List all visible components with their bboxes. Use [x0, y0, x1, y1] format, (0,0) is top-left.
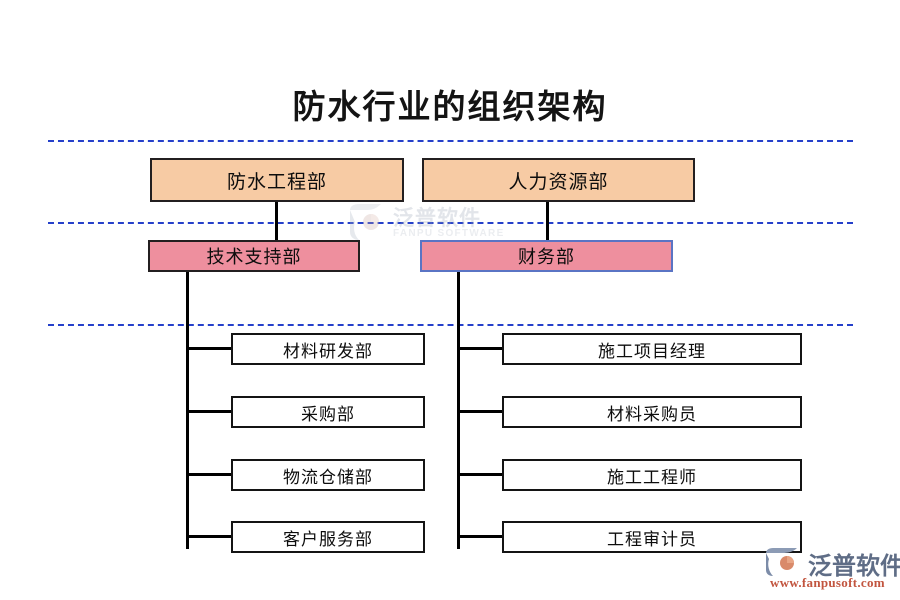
center-watermark-en: FANPU SOFTWARE — [393, 228, 505, 239]
node-label: 物流仓储部 — [283, 467, 373, 487]
connector-l1-to-l2-right — [546, 202, 549, 240]
brand-logo-cn: 泛普软件 — [808, 553, 900, 580]
brand-logo: 泛普软件 www.fanpusoft.com — [764, 546, 900, 598]
node-customer-service[interactable]: 客户服务部 — [231, 521, 425, 553]
connector-stub-right-3 — [457, 473, 503, 476]
connector-stub-left-4 — [186, 535, 232, 538]
node-human-resources[interactable]: 人力资源部 — [422, 158, 695, 202]
brand-logo-url: www.fanpusoft.com — [770, 575, 885, 590]
node-label: 施工项目经理 — [598, 341, 706, 361]
connector-stub-right-4 — [457, 535, 503, 538]
node-label: 材料采购员 — [607, 404, 697, 424]
connector-stub-right-2 — [457, 410, 503, 413]
node-label: 客户服务部 — [283, 529, 373, 549]
node-finance[interactable]: 财务部 — [420, 240, 673, 272]
node-label: 材料研发部 — [283, 341, 373, 361]
connector-stub-left-3 — [186, 473, 232, 476]
node-label: 财务部 — [518, 247, 575, 267]
node-label: 施工工程师 — [607, 467, 697, 487]
node-label: 工程审计员 — [607, 529, 697, 549]
connector-stub-left-2 — [186, 410, 232, 413]
connector-stub-left-1 — [186, 347, 232, 350]
node-material-rd[interactable]: 材料研发部 — [231, 333, 425, 365]
node-logistics-warehouse[interactable]: 物流仓储部 — [231, 459, 425, 491]
node-procurement[interactable]: 采购部 — [231, 396, 425, 428]
center-watermark-cn: 泛普软件 — [393, 207, 481, 230]
connector-l1-to-l2-left — [275, 202, 278, 240]
page-title: 防水行业的组织架构 — [292, 90, 608, 126]
connector-stub-right-1 — [457, 347, 503, 350]
node-label: 防水工程部 — [226, 171, 327, 193]
guide-rule-top — [48, 140, 853, 142]
node-construction-project-manager[interactable]: 施工项目经理 — [502, 333, 802, 365]
guide-rule-bottom — [48, 324, 853, 326]
node-construction-engineer[interactable]: 施工工程师 — [502, 459, 802, 491]
node-label: 人力资源部 — [508, 171, 609, 193]
node-project-auditor[interactable]: 工程审计员 — [502, 521, 802, 553]
guide-rule-middle — [48, 222, 853, 224]
node-waterproof-engineering[interactable]: 防水工程部 — [150, 158, 404, 202]
fanpu-logo-icon — [766, 548, 797, 576]
node-label: 技术支持部 — [206, 247, 302, 267]
node-technical-support[interactable]: 技术支持部 — [148, 240, 360, 272]
node-label: 采购部 — [301, 404, 355, 424]
node-material-purchaser[interactable]: 材料采购员 — [502, 396, 802, 428]
